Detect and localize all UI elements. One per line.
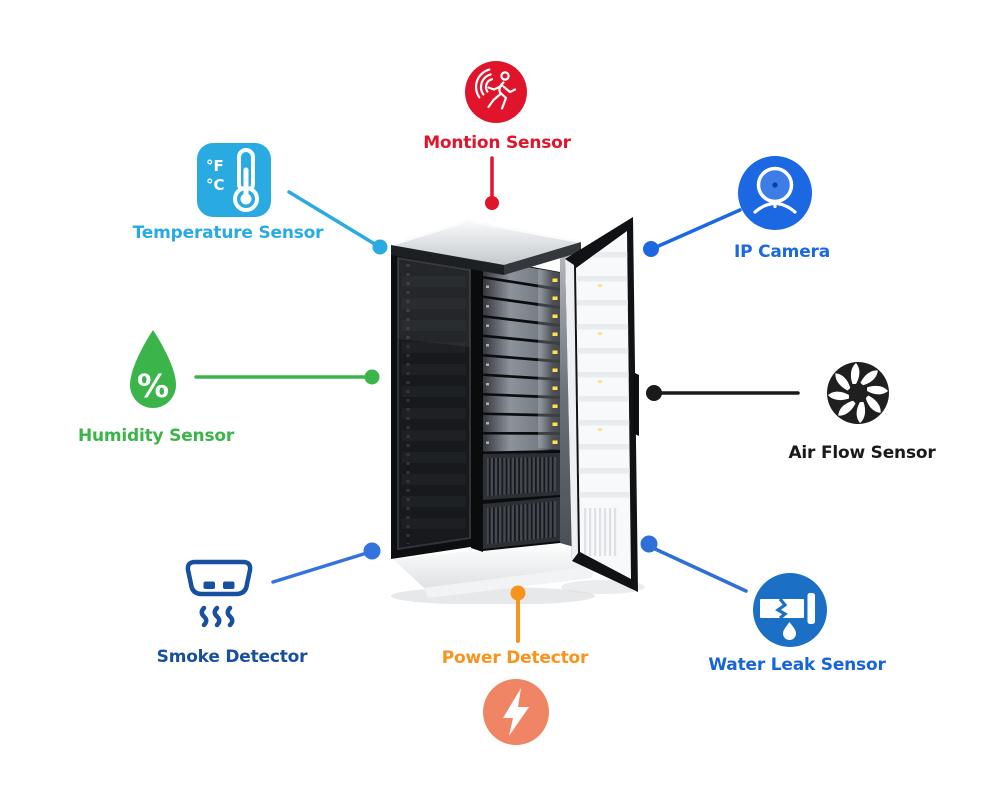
rack-side-panel [391, 250, 483, 559]
sensor-label: Humidity Sensor [77, 426, 235, 446]
connector-ip-camera [652, 208, 742, 250]
connector-dot-ip-camera [643, 241, 659, 257]
percent-symbol: % [137, 367, 169, 405]
connector-dot-air-flow [646, 385, 662, 401]
connector-dot-power [510, 585, 526, 601]
sensor-label: Smoke Detector [156, 647, 308, 667]
connector-smoke [271, 550, 372, 584]
door-handle [633, 372, 639, 436]
connector-dot-water-leak [640, 535, 658, 553]
rack-top-cap [390, 219, 582, 275]
motion-sensor-icon [465, 61, 527, 123]
connector-temperature [287, 190, 380, 248]
sensor-label: Montion Sensor [423, 133, 571, 153]
water-pipe-leak-icon [753, 573, 827, 647]
thermometer-icon: °F °C [197, 143, 271, 217]
webcam-icon [738, 156, 812, 230]
connector-water-leak [651, 546, 748, 593]
lightning-icon [483, 679, 549, 745]
smoke-detector-icon [185, 559, 253, 628]
server-rack-image [390, 217, 645, 604]
sensor-label: Power Detector [441, 648, 589, 668]
connector-dot-smoke [363, 542, 381, 560]
connector-dot-humidity [364, 369, 380, 385]
server-led-lights [552, 278, 558, 444]
sensor-label: Temperature Sensor [132, 223, 324, 243]
sensor-label: Air Flow Sensor [788, 443, 936, 463]
connector-dot-motion [485, 196, 499, 210]
rack-base [393, 542, 595, 598]
sensor-label: IP Camera [734, 242, 830, 262]
humidity-drop-icon: % [130, 330, 176, 408]
fahrenheit-label: °F [206, 157, 224, 175]
connector-dot-temperature [372, 239, 388, 255]
rack-glass-door [565, 217, 639, 592]
celsius-label: °C [206, 176, 225, 194]
rack-servers [483, 258, 560, 551]
sensor-label: Water Leak Sensor [708, 655, 886, 675]
fan-icon [827, 362, 889, 424]
